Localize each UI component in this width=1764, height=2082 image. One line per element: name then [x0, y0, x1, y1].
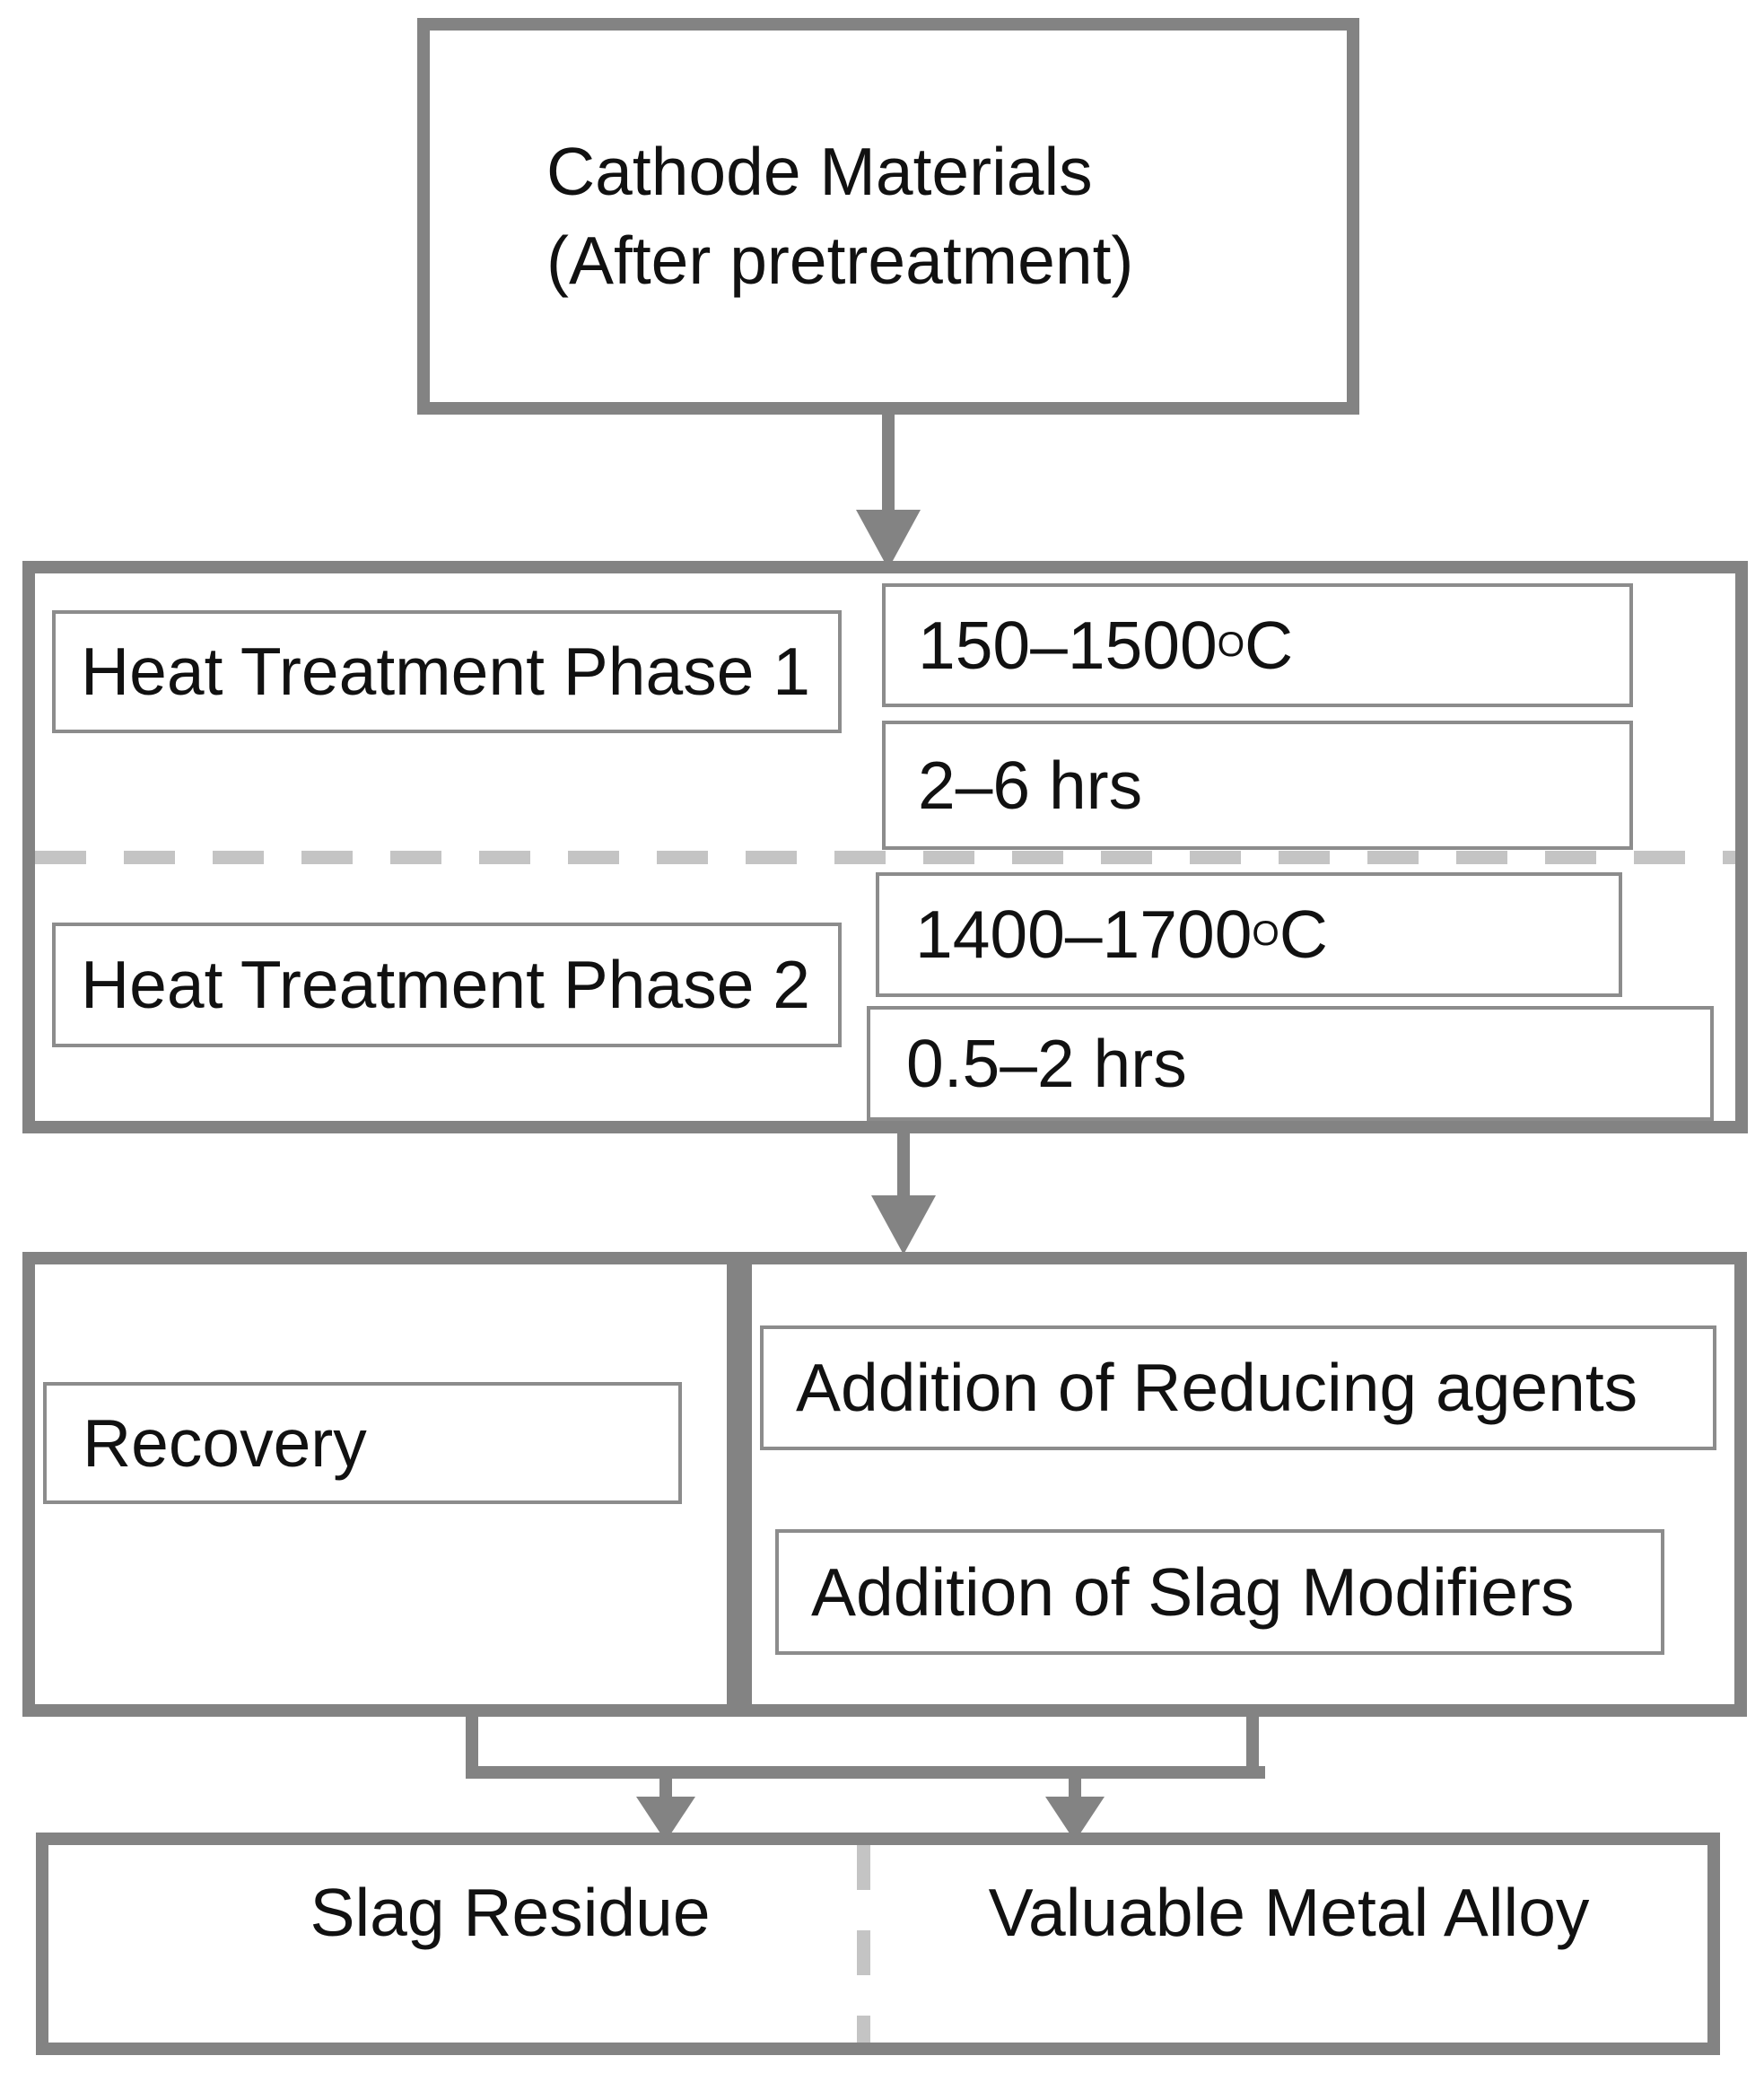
- phase1-duration: 2–6 hrs: [918, 747, 1143, 823]
- recovery-label-box: Recovery: [43, 1382, 682, 1504]
- phase2-temperature-value: 1400–1700: [915, 897, 1253, 973]
- reducing-agents-box: Addition of Reducing agents: [760, 1325, 1716, 1450]
- outputs-divider-dashed-line: [857, 1845, 870, 2043]
- heat-phase1-duration-box: 2–6 hrs: [882, 721, 1633, 850]
- bracket-left-line: [466, 1717, 478, 1772]
- arrow-stem: [897, 1125, 910, 1199]
- bracket-horizontal-line: [466, 1766, 1265, 1779]
- phase1-temperature-degree-sup: O: [1217, 625, 1245, 664]
- phase1-temperature-unit: C: [1244, 607, 1294, 683]
- cathode-materials-line2: (After pretreatment): [546, 223, 1134, 298]
- phase2-temperature-unit: C: [1279, 897, 1328, 973]
- cathode-materials-box: Cathode Materials (After pretreatment): [417, 18, 1359, 415]
- heat-phase1-label-box: Heat Treatment Phase 1: [52, 610, 842, 733]
- heat-phase2-label: Heat Treatment Phase 2: [81, 947, 810, 1023]
- heat-phase2-label-box: Heat Treatment Phase 2: [52, 923, 842, 1047]
- phase-divider-dashed-line: [35, 851, 1735, 864]
- heat-phase2-duration-box: 0.5–2 hrs: [867, 1006, 1714, 1121]
- phase2-duration: 0.5–2 hrs: [906, 1025, 1187, 1101]
- outputs-box: [36, 1833, 1720, 2055]
- valuable-metal-alloy-label: Valuable Metal Alloy: [988, 1875, 1590, 1950]
- slag-modifiers-label: Addition of Slag Modifiers: [811, 1553, 1575, 1630]
- phase1-temperature-value: 150–1500: [918, 607, 1218, 683]
- arrowhead-down-icon: [871, 1195, 936, 1255]
- slag-residue-label: Slag Residue: [310, 1875, 711, 1950]
- heat-phase1-label: Heat Treatment Phase 1: [81, 634, 810, 710]
- recovery-section-divider: [727, 1252, 752, 1717]
- bracket-right-line: [1246, 1717, 1259, 1772]
- arrowhead-down-icon: [856, 510, 921, 569]
- cathode-materials-line1: Cathode Materials: [546, 134, 1093, 209]
- recovery-label: Recovery: [83, 1404, 367, 1481]
- phase2-temperature-degree-sup: O: [1252, 914, 1279, 954]
- arrow-stem: [882, 413, 895, 512]
- arrow-stem: [1069, 1779, 1081, 1800]
- arrow-stem: [659, 1779, 672, 1800]
- reducing-agents-label: Addition of Reducing agents: [796, 1350, 1638, 1426]
- slag-modifiers-box: Addition of Slag Modifiers: [775, 1529, 1664, 1655]
